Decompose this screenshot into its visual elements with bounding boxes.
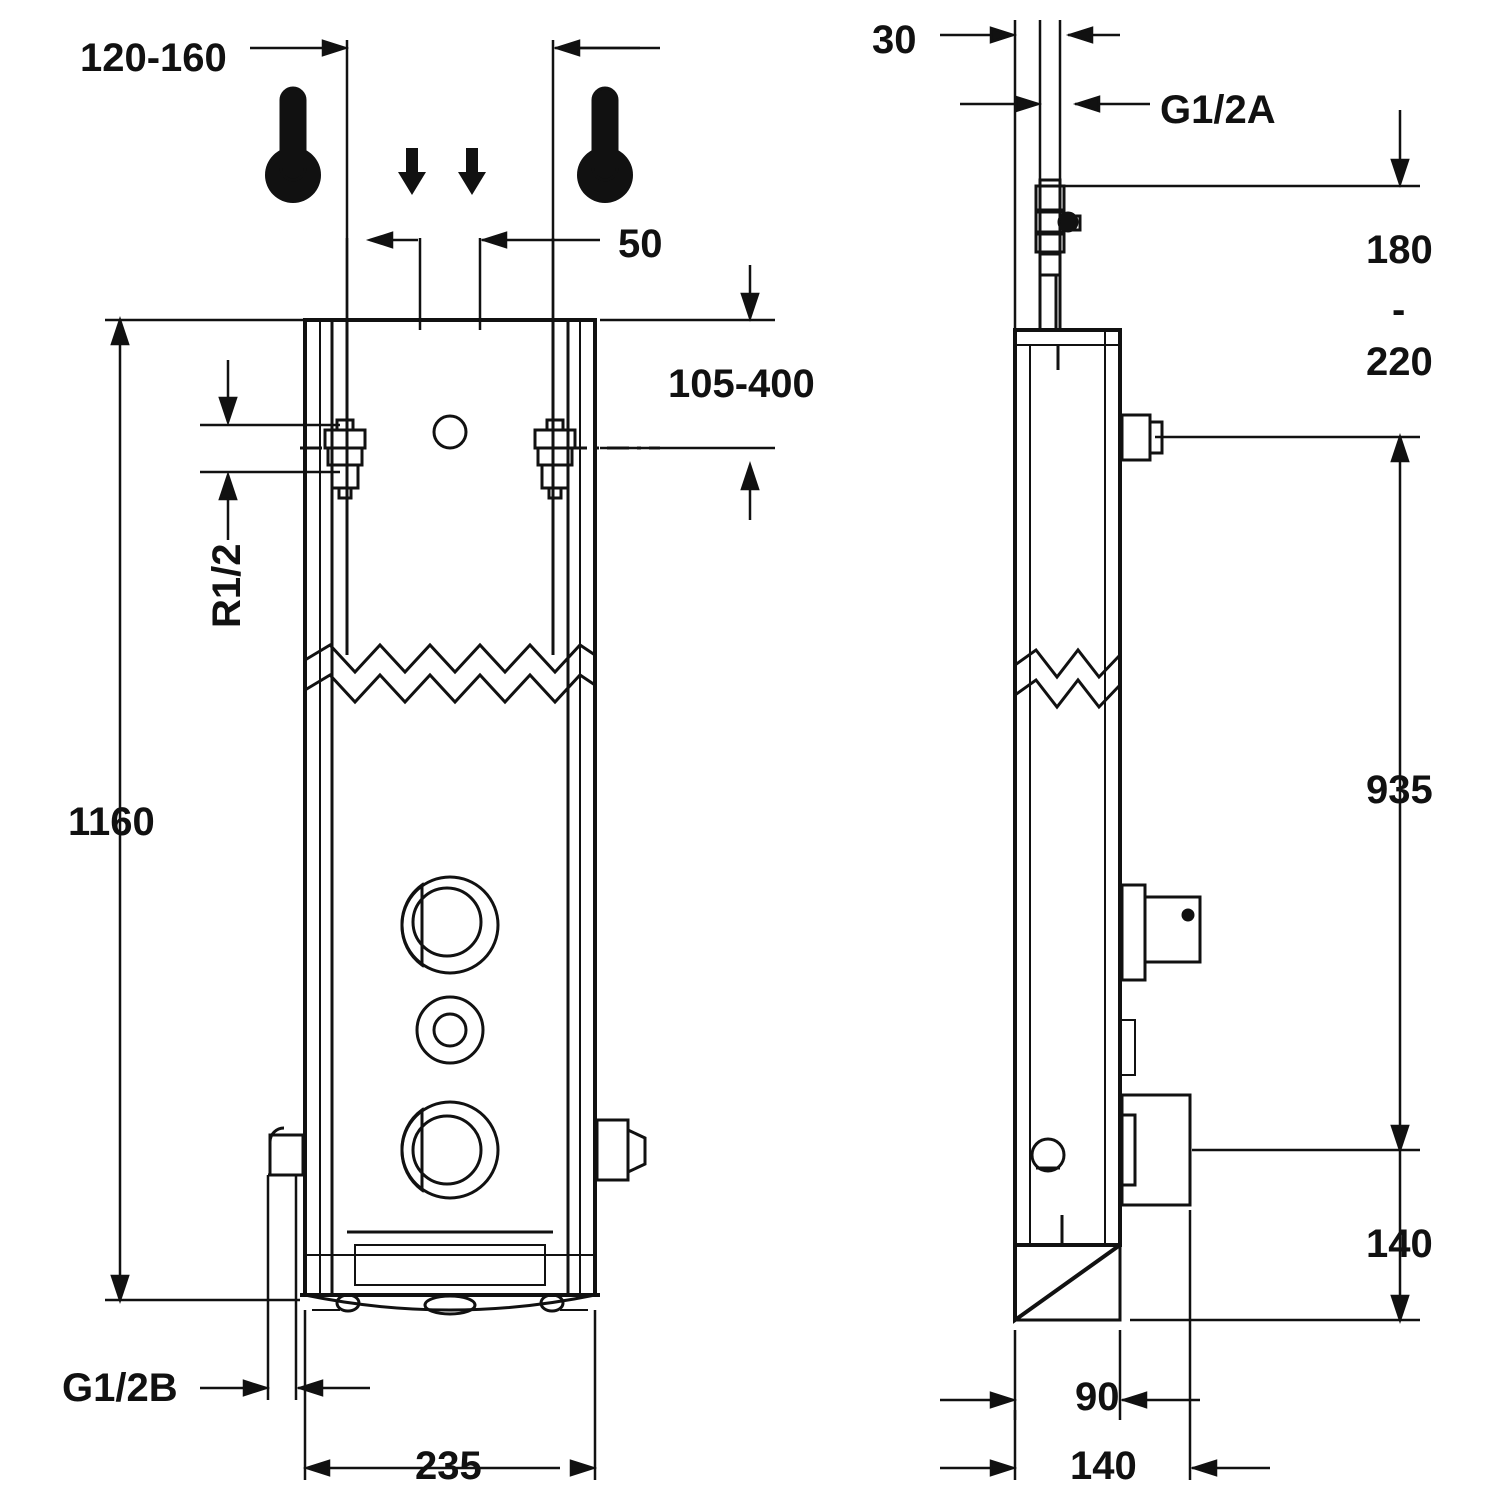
dim-inlet-spacing: 120-160 bbox=[80, 36, 227, 80]
side-body-outline bbox=[1013, 328, 1122, 1324]
dim-thread-inlet: R1/2 bbox=[205, 543, 249, 629]
dim-base-depth: 90 bbox=[1075, 1375, 1120, 1419]
side-mid-outlet bbox=[1120, 883, 1202, 982]
dim-center-offset: 50 bbox=[618, 222, 663, 266]
dim-top-range-lower: 220 bbox=[1366, 340, 1433, 384]
front-thermostat-handle bbox=[400, 875, 500, 975]
dim-bottom-height: 140 bbox=[1366, 1222, 1433, 1266]
double-down-arrow-icon bbox=[398, 148, 486, 195]
front-right-outlet bbox=[595, 1118, 647, 1182]
front-diverter-handle bbox=[400, 1100, 500, 1200]
side-lower-box bbox=[1120, 1019, 1192, 1207]
dim-top-range-upper: 180 bbox=[1366, 228, 1433, 272]
dim-range-dash: - bbox=[1392, 288, 1406, 332]
front-button bbox=[415, 995, 485, 1065]
dim-total-depth: 140 bbox=[1070, 1444, 1137, 1488]
front-lower-detail bbox=[300, 1230, 600, 1316]
dim-total-width: 235 bbox=[415, 1444, 482, 1488]
dim-top-thread: G1/2A bbox=[1160, 88, 1276, 132]
break-line-side bbox=[1014, 647, 1122, 710]
side-front-knob bbox=[1030, 1137, 1066, 1173]
side-dimensions bbox=[940, 20, 1420, 1480]
front-dimensions bbox=[105, 39, 775, 1480]
dim-thread-outlet: G1/2B bbox=[62, 1366, 178, 1410]
dim-wall-offset: 30 bbox=[872, 18, 917, 62]
dim-outlet-height-range: 105-400 bbox=[668, 362, 815, 406]
front-left-outlet bbox=[268, 1126, 305, 1177]
dim-total-height: 1160 bbox=[68, 800, 155, 844]
side-top-valve bbox=[1034, 178, 1082, 332]
break-line-front bbox=[304, 642, 596, 705]
side-upper-outlet bbox=[1120, 413, 1164, 462]
front-inlet-left bbox=[323, 418, 367, 500]
dim-mid-height: 935 bbox=[1366, 768, 1433, 812]
front-top-hole bbox=[432, 414, 468, 450]
